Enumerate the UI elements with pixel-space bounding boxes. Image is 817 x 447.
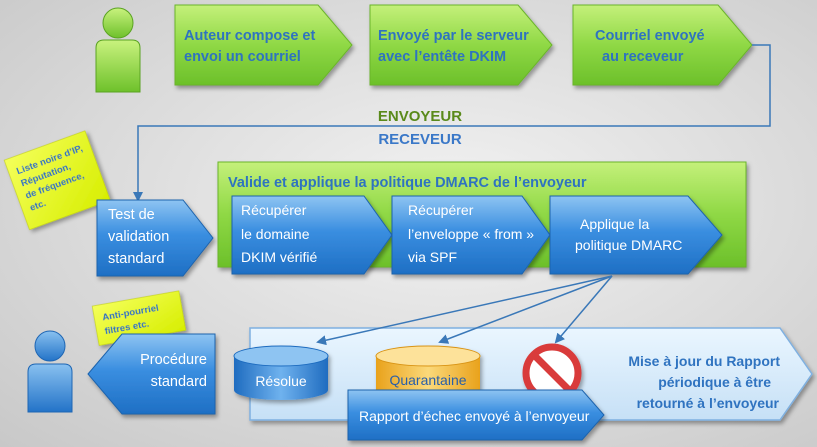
dmarc-step-1: Récupérer le domaine DKIM vérifié (231, 195, 393, 275)
standard-test-line-1: Test de (108, 207, 155, 223)
receiver-label: RECEVEUR (378, 131, 462, 148)
dmarc-step-2-line-3: via SPF (408, 249, 457, 265)
dmarc-step-2-line-1: Récupérer (408, 202, 474, 218)
sender-step-2-line1: Envoyé par le serveur (378, 28, 529, 44)
resolved-label: Résolue (255, 373, 307, 389)
periodic-report-line-1: Mise à jour du Rapport (628, 353, 780, 369)
sender-step-1: Auteur compose et envoi un courriel (174, 4, 353, 86)
sender-person-icon (95, 7, 141, 93)
dmarc-step-3: Applique la politique DMARC (549, 195, 723, 275)
dmarc-step-1-line-3: DKIM vérifié (241, 249, 317, 265)
periodic-report-line-2: périodique à être (658, 374, 771, 390)
standard-validation-test: Test de validation standard (96, 199, 214, 277)
arrow-to-quarantine (438, 275, 613, 344)
receiver-person-icon (27, 330, 73, 413)
dmarc-panel-title: Valide et applique la politique DMARC de… (228, 175, 587, 191)
standard-procedure-line-2: standard (151, 374, 207, 390)
dmarc-step-3-line-2: politique DMARC (575, 237, 682, 253)
sender-step-3-line1: Courriel envoyé (595, 28, 705, 44)
dmarc-step-1-line-2: le domaine (241, 226, 310, 242)
sender-step-2: Envoyé par le serveur avec l’entête DKIM (369, 4, 553, 86)
sender-to-receiver-connector (133, 44, 771, 202)
sender-label: ENVOYEUR (378, 108, 462, 125)
dmarc-step-2-line-2: l’enveloppe « from » (408, 226, 534, 242)
sender-step-1-line2: envoi un courriel (184, 49, 301, 65)
dmarc-step-1-line-1: Récupérer (241, 202, 307, 218)
sender-step-2-line2: avec l’entête DKIM (378, 49, 506, 65)
arrow-to-reject (554, 275, 613, 344)
periodic-report-line-3: retourné à l’envoyeur (637, 395, 780, 411)
failure-report-bar: Rapport d’échec envoyé à l’envoyeur (347, 389, 605, 441)
resolved-database-cylinder-icon: Résolue (233, 345, 329, 400)
standard-procedure-line-1: Procédure (140, 352, 207, 368)
sticky-top-line-4: etc. (28, 198, 47, 214)
sender-step-3-line2: au receveur (602, 49, 684, 65)
standard-test-line-3: standard (108, 251, 164, 267)
quarantine-label: Quarantaine (389, 372, 466, 388)
sticky-note-spam-filters: Anti-pourriel filtres etc. (91, 290, 187, 346)
dmarc-step-3-line-1: Applique la (580, 216, 649, 232)
sticky-note-reputation: Liste noire d’IP, Réputation, de fréquen… (3, 130, 111, 231)
dmarc-step-2: Récupérer l’enveloppe « from » via SPF (391, 195, 551, 275)
arrow-to-resolved (316, 275, 613, 346)
sender-step-1-line1: Auteur compose et (184, 28, 315, 44)
standard-procedure: Procédure standard (87, 333, 216, 415)
failure-report-label: Rapport d’échec envoyé à l’envoyeur (359, 408, 590, 424)
standard-test-line-2: validation (108, 229, 169, 245)
sender-step-3: Courriel envoyé au receveur (572, 4, 753, 86)
